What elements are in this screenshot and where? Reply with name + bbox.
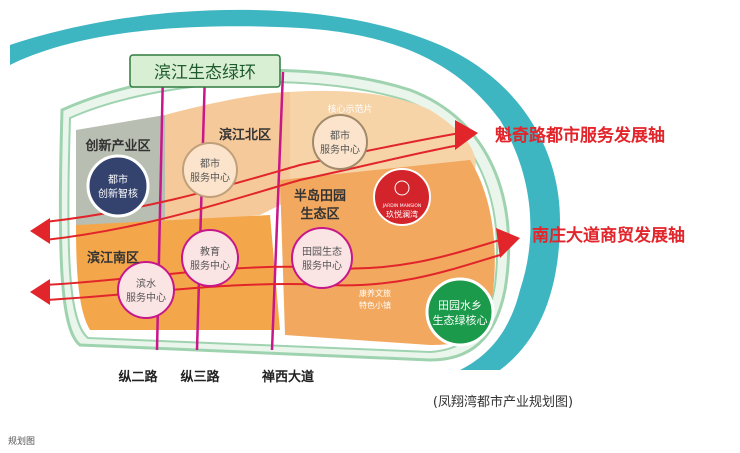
core-area-label: 核心示范片 xyxy=(327,103,372,115)
urban-service-east-circle xyxy=(312,114,368,170)
town-label: 特色小镇 xyxy=(359,300,391,310)
education-label: 教育 xyxy=(200,245,220,258)
south-district-label: 滨江南区 xyxy=(87,250,139,266)
arrow-right-south xyxy=(496,228,520,258)
north-axis-label: 魁奇路都市服务发展轴 xyxy=(495,125,665,146)
town-label: 康养文旅 xyxy=(359,288,391,298)
map-caption: (凤翔湾都市产业规划图) xyxy=(433,394,573,410)
arrow-left-north xyxy=(30,218,50,244)
peninsula-label-1: 半岛田园 xyxy=(294,188,346,204)
river xyxy=(10,9,560,371)
green-core-circle xyxy=(425,277,495,347)
innovation-core-circle xyxy=(86,154,150,218)
urban-service-east-label: 都市 xyxy=(330,129,350,142)
innovation-district-label: 创新产业区 xyxy=(84,138,150,154)
arrow-left-south xyxy=(30,279,50,305)
urban-service-west-label: 服务中心 xyxy=(190,171,230,184)
road-line-zong3 xyxy=(195,71,207,351)
waterfront-label: 滨水 xyxy=(136,277,156,290)
innovation-core-label: 创新智核 xyxy=(98,187,138,200)
education-label: 服务中心 xyxy=(190,259,230,272)
road-line-chanxi xyxy=(270,71,285,351)
innovation-core-label: 都市 xyxy=(108,173,128,186)
title-box xyxy=(129,54,281,88)
road-label-zong3: 纵三路 xyxy=(180,369,220,385)
jardin-brand: JARDIN MANSION xyxy=(382,203,421,209)
green-core-label: 生态绿核心 xyxy=(433,313,488,327)
pastoral-circle xyxy=(291,227,353,289)
jardin-circle xyxy=(373,168,431,226)
jardin-label: 玖悦澜湾 xyxy=(386,209,418,219)
title-box-label: 滨江生态绿环 xyxy=(154,63,256,83)
pastoral-label: 服务中心 xyxy=(302,259,342,272)
urban-service-west-circle xyxy=(182,142,238,198)
peninsula-label-2: 生态区 xyxy=(300,206,339,222)
road-label-chanxi: 禅西大道 xyxy=(261,369,314,385)
river-label: 东平河 xyxy=(308,45,382,73)
arrow-right-north xyxy=(455,120,478,150)
south-axis-label: 南庄大道商贸发展轴 xyxy=(532,225,685,246)
education-circle xyxy=(181,229,239,287)
urban-service-west-label: 都市 xyxy=(200,157,220,170)
waterfront-circle xyxy=(117,261,175,319)
footer-label: 规划图 xyxy=(8,435,35,447)
north-district-label: 滨江北区 xyxy=(219,127,271,143)
urban-service-east-label: 服务中心 xyxy=(320,143,360,156)
jardin-logo-icon xyxy=(394,180,410,196)
waterfront-label: 服务中心 xyxy=(126,291,166,304)
pastoral-label: 田园生态 xyxy=(302,245,342,258)
road-label-zong2: 纵二路 xyxy=(118,369,158,385)
green-core-label: 田园水乡 xyxy=(438,299,482,312)
